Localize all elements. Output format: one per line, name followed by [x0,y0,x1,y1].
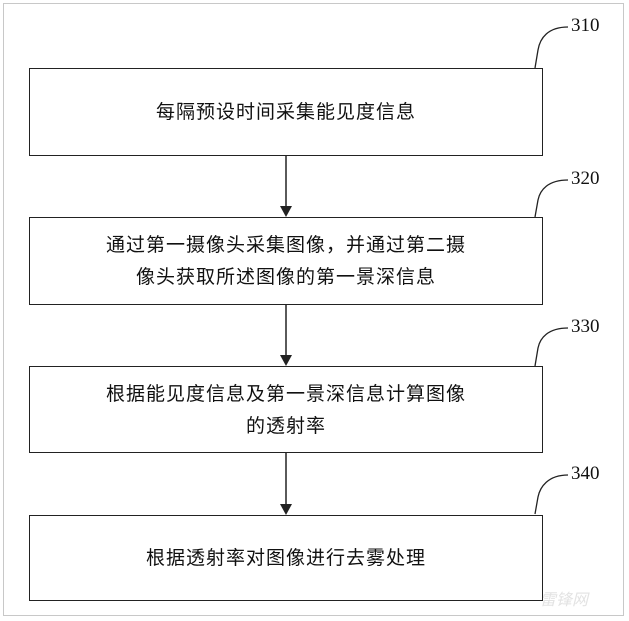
step-text-320-line1: 通过第一摄像头采集图像，并通过第二摄 [105,234,466,256]
step-box-340: 根据透射率对图像进行去雾处理 [29,515,543,601]
step-box-320: 通过第一摄像头采集图像，并通过第二摄 像头获取所述图像的第一景深信息 [29,217,543,305]
step-number-330: 330 [571,316,600,337]
step-text-330-line1: 根据能见度信息及第一景深信息计算图像 [105,382,466,405]
step-box-310: 每隔预设时间采集能见度信息 [29,68,543,156]
step-box-330: 根据能见度信息及第一景深信息计算图像 的透射率 [29,366,543,453]
leader-340 [534,474,569,515]
arrow-310-320 [280,156,292,217]
step-text-340-line1: 根据透射率对图像进行去雾处理 [145,547,426,569]
arrow-320-330 [280,305,292,366]
figure-frame [3,3,624,616]
leader-330 [534,327,569,367]
step-number-340: 340 [571,463,600,484]
step-text-320-line2: 像头获取所述图像的第一景深信息 [135,266,436,288]
step-number-310: 310 [571,15,600,36]
step-text-310-line1: 每隔预设时间采集能见度信息 [155,101,416,123]
watermark-logo: 雷锋网 [540,590,589,609]
leader-320 [534,179,569,218]
arrow-330-340 [280,453,292,515]
step-number-320: 320 [571,168,600,189]
step-text-330-line2: 的透射率 [245,414,326,437]
leader-310 [534,26,569,69]
